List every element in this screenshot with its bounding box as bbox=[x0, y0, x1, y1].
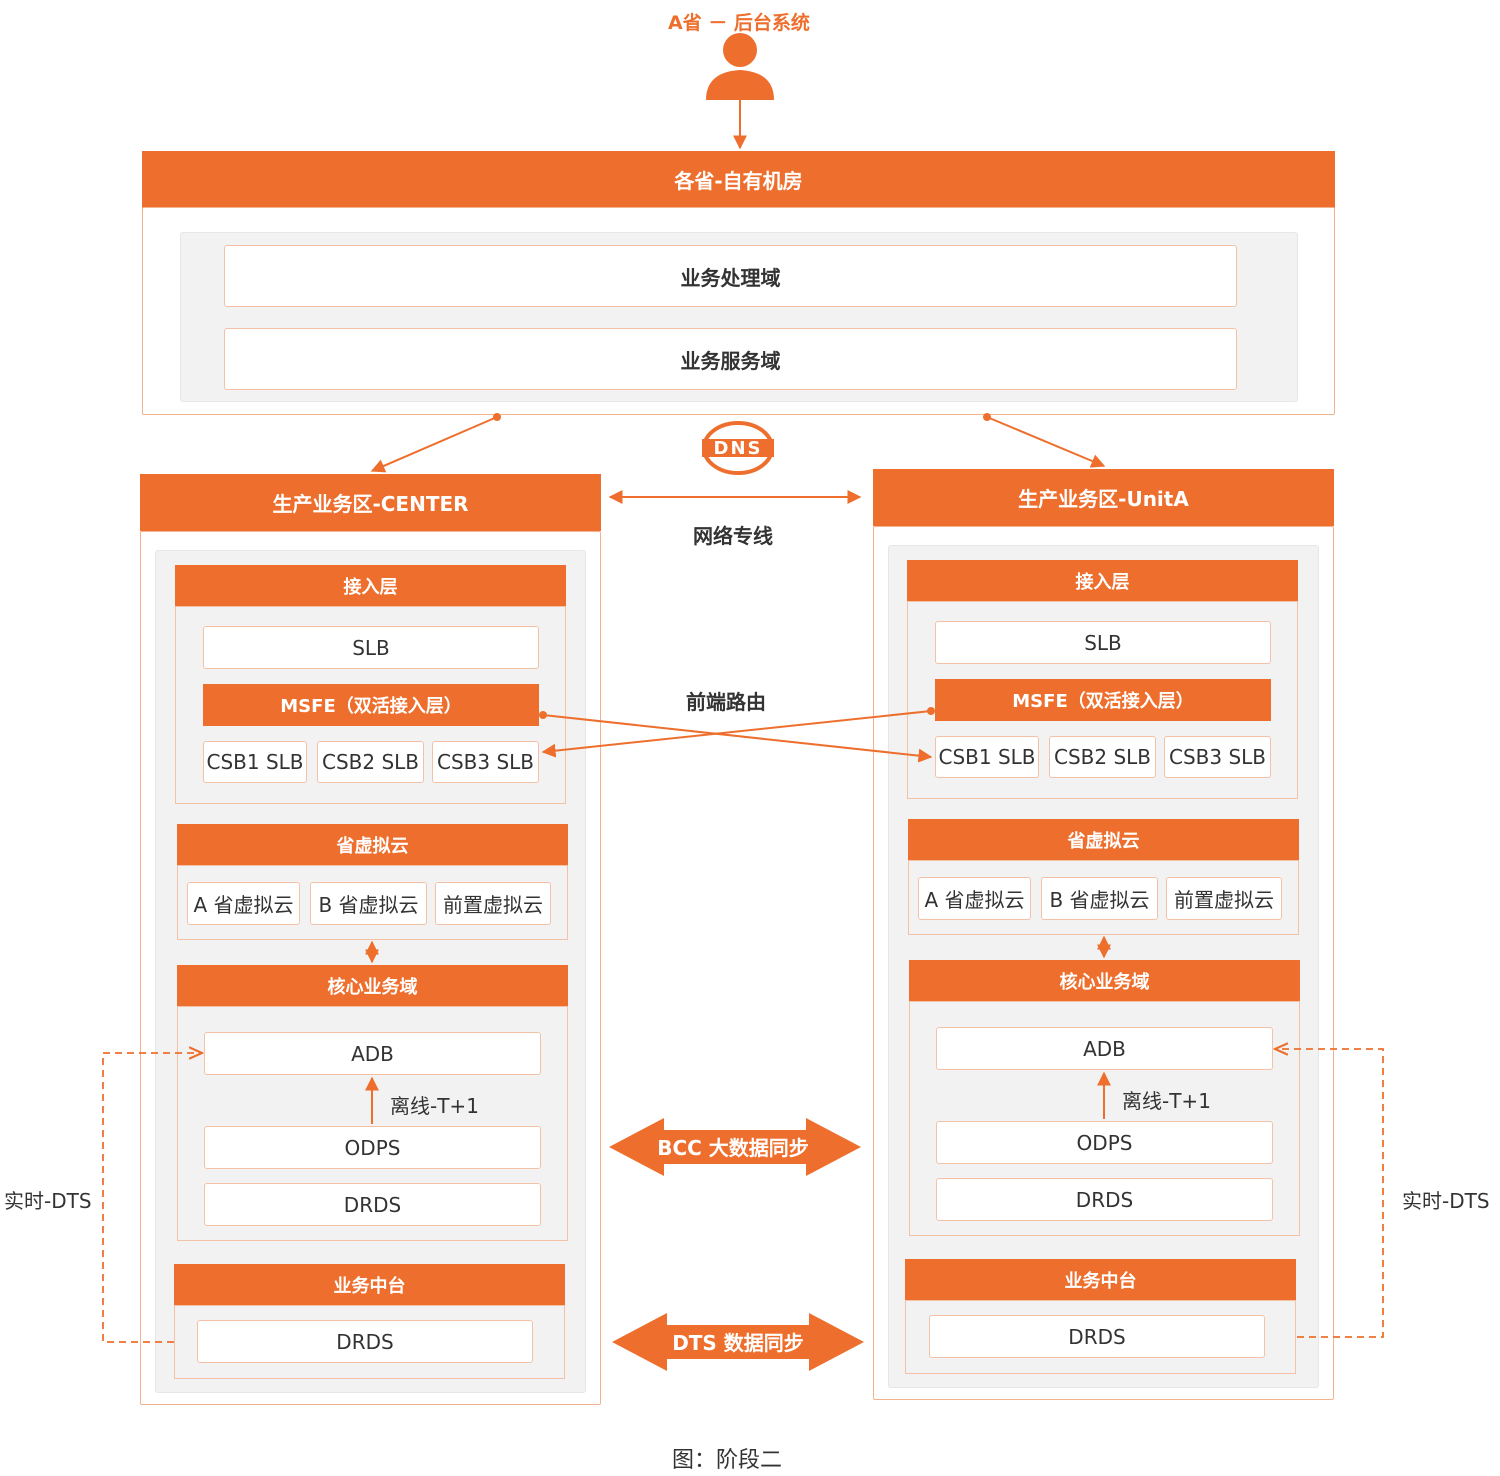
business-processing-domain-label: 业务处理域 bbox=[680, 265, 781, 290]
zone-unita-header: 生产业务区-UnitA bbox=[873, 469, 1334, 526]
unita-msfe-label: MSFE（双活接入层） bbox=[1012, 691, 1194, 712]
center-csb2: CSB2 SLB bbox=[317, 741, 424, 783]
unita-core-drds: DRDS bbox=[936, 1178, 1273, 1221]
unita-vcloud-a: A 省虚拟云 bbox=[918, 877, 1031, 920]
unita-odps-label: ODPS bbox=[1076, 1130, 1133, 1155]
center-odps: ODPS bbox=[204, 1126, 541, 1169]
room-to-unita-arrow bbox=[986, 416, 1106, 468]
center-vcloud-title: 省虚拟云 bbox=[336, 836, 409, 857]
center-csb1: CSB1 SLB bbox=[203, 741, 307, 783]
unita-msfe: MSFE（双活接入层） bbox=[935, 679, 1271, 721]
unita-csb3-label: CSB3 SLB bbox=[1168, 745, 1267, 769]
center-vcloud-front: 前置虚拟云 bbox=[435, 882, 551, 925]
unita-offline-label: 离线-T+1 bbox=[1122, 1089, 1211, 1113]
unita-access-title: 接入层 bbox=[1075, 572, 1130, 593]
center-vcloud-a-label: A 省虚拟云 bbox=[193, 893, 294, 917]
unita-vcloud-title: 省虚拟云 bbox=[1067, 831, 1140, 852]
center-core-drds: DRDS bbox=[204, 1183, 541, 1226]
unita-middle-drds-label: DRDS bbox=[1068, 1324, 1126, 1349]
center-adb-label: ADB bbox=[351, 1041, 394, 1066]
unita-core-title: 核心业务域 bbox=[1059, 972, 1150, 993]
center-vcloud-front-label: 前置虚拟云 bbox=[443, 893, 543, 917]
center-vcloud-b-label: B 省虚拟云 bbox=[318, 893, 419, 917]
center-adb: ADB bbox=[204, 1032, 541, 1075]
unita-middle-header: 业务中台 bbox=[905, 1259, 1296, 1301]
center-csb3: CSB3 SLB bbox=[432, 741, 539, 783]
unita-vcloud-front-label: 前置虚拟云 bbox=[1174, 888, 1274, 912]
business-service-domain: 业务服务域 bbox=[224, 328, 1237, 390]
user-icon bbox=[706, 33, 774, 100]
center-middle-drds: DRDS bbox=[197, 1320, 533, 1363]
center-middle-drds-label: DRDS bbox=[336, 1329, 394, 1354]
zone-center-title: 生产业务区-CENTER bbox=[272, 492, 469, 516]
unita-vcloud-header: 省虚拟云 bbox=[908, 819, 1299, 861]
unita-core-drds-label: DRDS bbox=[1075, 1187, 1134, 1212]
unita-vcloud-b-label: B 省虚拟云 bbox=[1049, 888, 1150, 912]
center-middle-title: 业务中台 bbox=[333, 1276, 406, 1297]
dedicated-line-label: 网络专线 bbox=[693, 524, 773, 548]
center-csb2-label: CSB2 SLB bbox=[321, 750, 420, 774]
caption: 图：阶段二 bbox=[672, 1448, 783, 1473]
center-slb-label: SLB bbox=[352, 635, 390, 660]
center-csb1-label: CSB1 SLB bbox=[206, 750, 304, 774]
center-vcloud-b: B 省虚拟云 bbox=[310, 882, 427, 925]
dns-logo-text: DNS bbox=[714, 438, 763, 459]
center-vcloud-a: A 省虚拟云 bbox=[187, 882, 300, 925]
province-room-header: 各省-自有机房 bbox=[142, 151, 1335, 208]
unita-csb3: CSB3 SLB bbox=[1164, 736, 1271, 778]
center-vcloud-header: 省虚拟云 bbox=[177, 824, 568, 866]
unita-csb2: CSB2 SLB bbox=[1049, 736, 1156, 778]
dts-sync-label: DTS 数据同步 bbox=[672, 1331, 804, 1355]
unita-middle-drds: DRDS bbox=[929, 1315, 1265, 1358]
zone-center-header: 生产业务区-CENTER bbox=[140, 474, 601, 531]
unita-adb-label: ADB bbox=[1083, 1036, 1126, 1061]
center-offline-label: 离线-T+1 bbox=[390, 1094, 479, 1118]
center-access-title: 接入层 bbox=[343, 577, 398, 598]
frontend-routing-label: 前端路由 bbox=[686, 690, 766, 714]
unita-core-header: 核心业务域 bbox=[909, 960, 1300, 1002]
unita-adb: ADB bbox=[936, 1027, 1273, 1070]
unita-csb1-label: CSB1 SLB bbox=[938, 745, 1036, 769]
unita-csb1: CSB1 SLB bbox=[935, 736, 1039, 778]
center-odps-label: ODPS bbox=[344, 1135, 401, 1160]
center-slb: SLB bbox=[203, 626, 539, 669]
dns-logo-icon: DNS bbox=[702, 421, 774, 475]
unita-odps: ODPS bbox=[936, 1121, 1273, 1164]
bcc-sync-label: BCC 大数据同步 bbox=[657, 1136, 809, 1160]
unita-slb: SLB bbox=[935, 621, 1271, 664]
center-msfe: MSFE（双活接入层） bbox=[203, 684, 539, 726]
zone-unita-title: 生产业务区-UnitA bbox=[1018, 487, 1189, 511]
bcc-sync-arrow bbox=[609, 1118, 861, 1176]
dts-sync-arrow bbox=[612, 1313, 864, 1371]
unita-vcloud-front: 前置虚拟云 bbox=[1166, 877, 1282, 920]
business-service-domain-label: 业务服务域 bbox=[680, 348, 781, 373]
unita-vcloud-b: B 省虚拟云 bbox=[1041, 877, 1158, 920]
unita-csb2-label: CSB2 SLB bbox=[1053, 745, 1152, 769]
room-to-center-arrow bbox=[370, 416, 498, 473]
business-processing-domain: 业务处理域 bbox=[224, 245, 1237, 307]
center-core-header: 核心业务域 bbox=[177, 965, 568, 1007]
realtime-dts-left-label: 实时-DTS bbox=[4, 1189, 92, 1213]
unita-vcloud-a-label: A 省虚拟云 bbox=[924, 888, 1025, 912]
realtime-dts-right-label: 实时-DTS bbox=[1402, 1189, 1490, 1213]
center-middle-header: 业务中台 bbox=[174, 1264, 565, 1306]
province-room-title: 各省-自有机房 bbox=[674, 169, 803, 193]
center-access-header: 接入层 bbox=[175, 565, 566, 607]
center-csb3-label: CSB3 SLB bbox=[436, 750, 535, 774]
center-core-title: 核心业务域 bbox=[327, 977, 418, 998]
unita-middle-title: 业务中台 bbox=[1064, 1271, 1137, 1292]
center-msfe-label: MSFE（双活接入层） bbox=[280, 696, 462, 717]
unita-slb-label: SLB bbox=[1084, 630, 1122, 655]
unita-access-header: 接入层 bbox=[907, 560, 1298, 602]
user-label: A省 － 后台系统 bbox=[668, 12, 810, 34]
center-core-drds-label: DRDS bbox=[343, 1192, 402, 1217]
